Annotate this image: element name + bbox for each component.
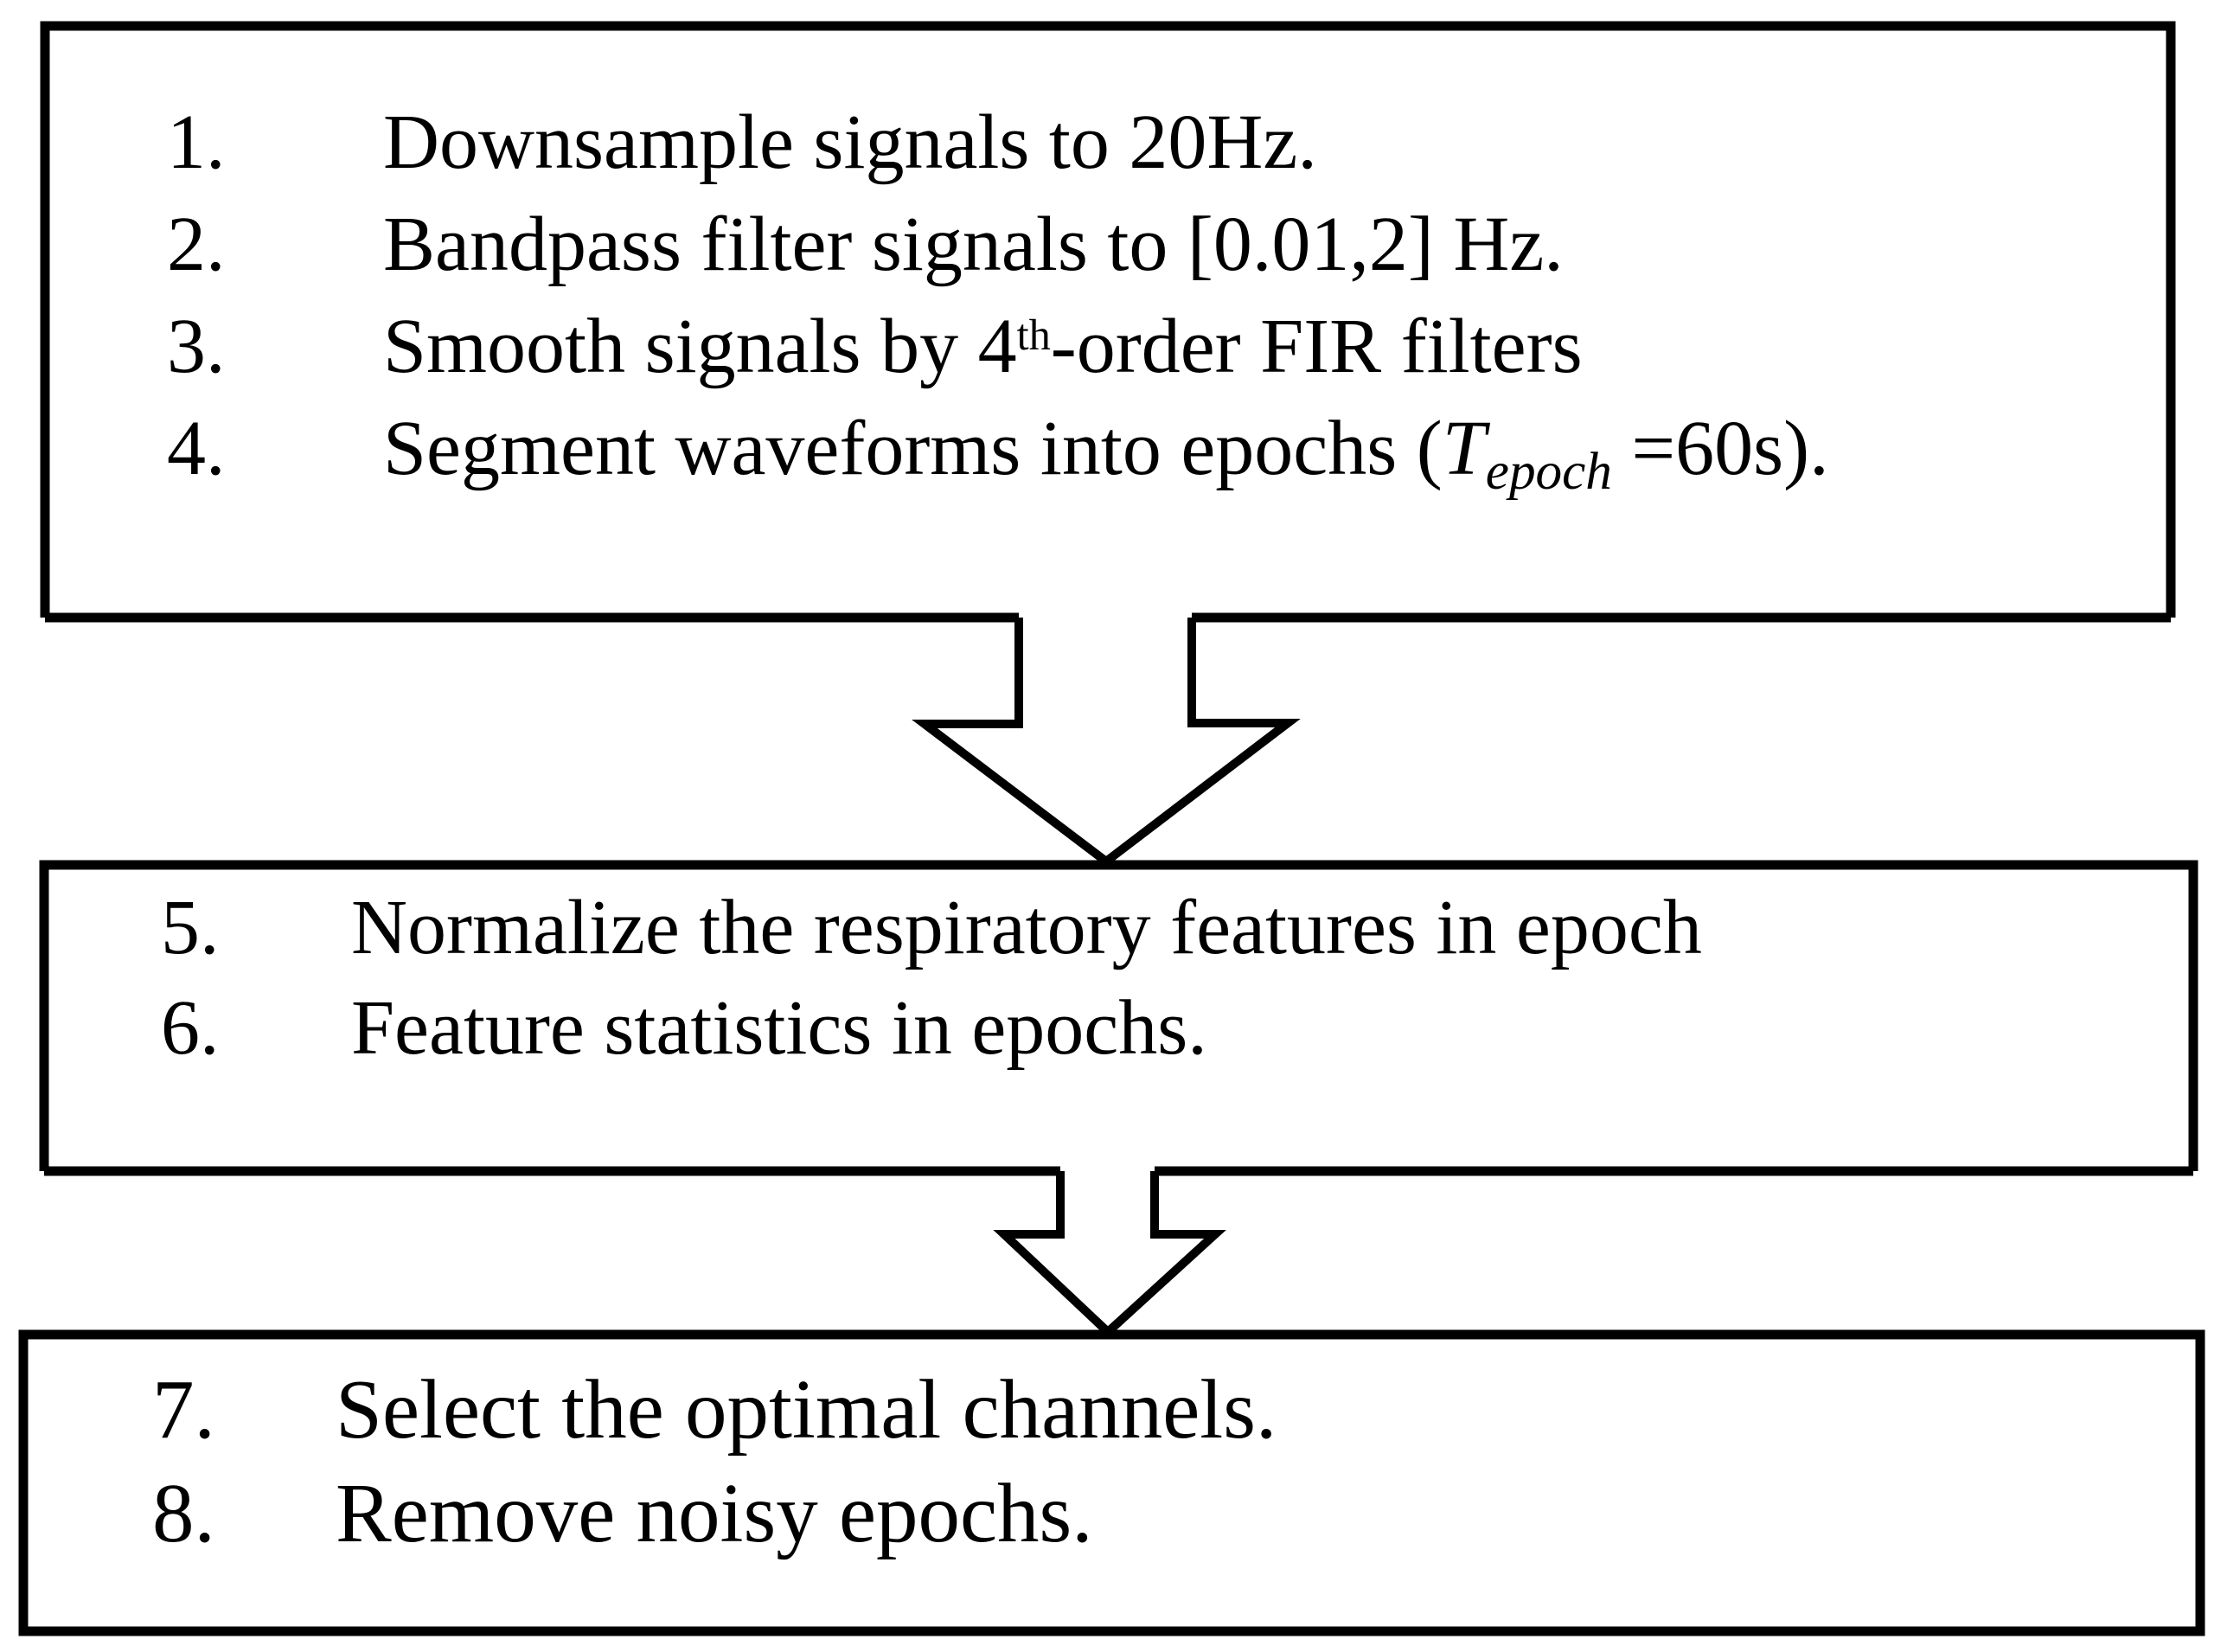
- step-number: 6.: [161, 985, 220, 1071]
- step-text: Segment waveforms into epochs (Tepoch =6…: [383, 410, 1829, 498]
- step-text-pre: Smooth signals by 4: [383, 304, 1017, 389]
- step-item-8: 8. Remove noisy epochs.: [152, 1471, 1093, 1555]
- step-number: 4.: [167, 406, 226, 491]
- step-text: Remove noisy epochs.: [336, 1467, 1093, 1559]
- step-item-6: 6. Feature statistics in epochs.: [161, 989, 1207, 1067]
- step-text: Normalize the respiratory features in ep…: [351, 885, 1702, 970]
- step-text: Smooth signals by 4th-order FIR filters: [383, 308, 1583, 386]
- step-text-post: =60s).: [1611, 406, 1829, 491]
- step-item-4: 4. Segment waveforms into epochs (Tepoch…: [167, 410, 1829, 498]
- step-number: 7.: [152, 1363, 215, 1456]
- step-number: 1.: [167, 99, 226, 185]
- step-number: 8.: [152, 1467, 215, 1559]
- step-box-3-border: [18, 1329, 2205, 1636]
- step-text: Bandpass filter signals to [0.01,2] Hz.: [383, 202, 1564, 287]
- step-text-pre: Segment waveforms into epochs (: [383, 406, 1443, 491]
- step-text-post: -order FIR filters: [1050, 304, 1583, 389]
- step-item-3: 3. Smooth signals by 4th-order FIR filte…: [167, 308, 1583, 386]
- step-number: 2.: [167, 202, 226, 287]
- step-text: Feature statistics in epochs.: [351, 985, 1207, 1071]
- superscript-th: th: [1016, 310, 1051, 359]
- step-text: Select the optimal channels.: [336, 1363, 1277, 1456]
- subscript-epoch: epoch: [1485, 442, 1612, 502]
- step-box-2-border: [39, 860, 2198, 1171]
- variable-T: T: [1442, 406, 1486, 491]
- down-arrow-2-icon: [993, 1171, 1226, 1338]
- step-text: Downsample signals to 20Hz.: [383, 99, 1317, 185]
- step-box-1-border: [40, 21, 2176, 618]
- step-item-1: 1. Downsample signals to 20Hz.: [167, 104, 1317, 182]
- step-item-7: 7. Select the optimal channels.: [152, 1367, 1277, 1451]
- step-number: 3.: [167, 304, 226, 389]
- step-number: 5.: [161, 885, 220, 970]
- step-item-5: 5. Normalize the respiratory features in…: [161, 889, 1702, 967]
- down-arrow-1-icon: [912, 618, 1301, 868]
- step-item-2: 2. Bandpass filter signals to [0.01,2] H…: [167, 206, 1564, 284]
